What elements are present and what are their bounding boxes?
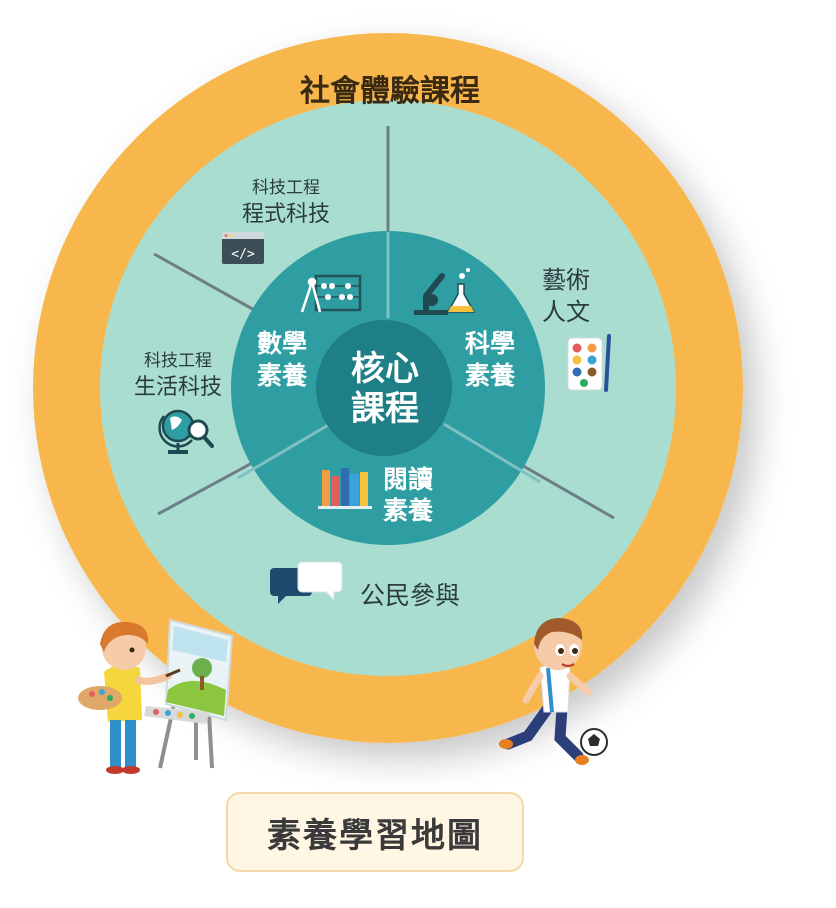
living-tech-small-label: 科技工程 (144, 351, 212, 371)
child-painter-illustration (78, 618, 234, 774)
abacus-compass-icon (300, 274, 362, 313)
outer-ring-label: 社會體驗課程 (300, 74, 480, 109)
math-label-line1: 數學 (257, 329, 307, 358)
child-soccer-illustration (499, 618, 608, 765)
reading-label-line2: 素養 (383, 496, 433, 525)
map-title: 素養學習地圖 (267, 815, 483, 856)
living-tech-large-label: 生活科技 (134, 375, 222, 400)
paint-palette-icon (567, 334, 611, 392)
arts-label-line2: 人文 (542, 298, 590, 326)
map-title-box: 素養學習地圖 (226, 792, 524, 872)
science-label-line2: 素養 (465, 361, 515, 390)
microscope-flask-icon (414, 268, 476, 315)
programming-small-label: 科技工程 (252, 178, 320, 198)
programming-large-label: 程式科技 (242, 202, 330, 227)
chat-bubbles-icon (270, 561, 343, 604)
globe-magnifier-icon (158, 409, 214, 454)
books-icon (318, 468, 372, 509)
core-circle (316, 320, 452, 456)
math-label-line2: 素養 (257, 361, 307, 390)
inner-ring-dividers (237, 232, 541, 484)
code-window-icon: </> (222, 232, 264, 264)
core-label-line2: 課程 (351, 389, 419, 429)
svg-text:</>: </> (231, 247, 255, 262)
science-label-line1: 科學 (465, 329, 515, 358)
core-label-line1: 核心 (351, 349, 419, 389)
civic-label: 公民參與 (360, 581, 460, 610)
reading-label-line1: 閱讀 (383, 465, 433, 494)
arts-label-line1: 藝術 (542, 266, 590, 294)
